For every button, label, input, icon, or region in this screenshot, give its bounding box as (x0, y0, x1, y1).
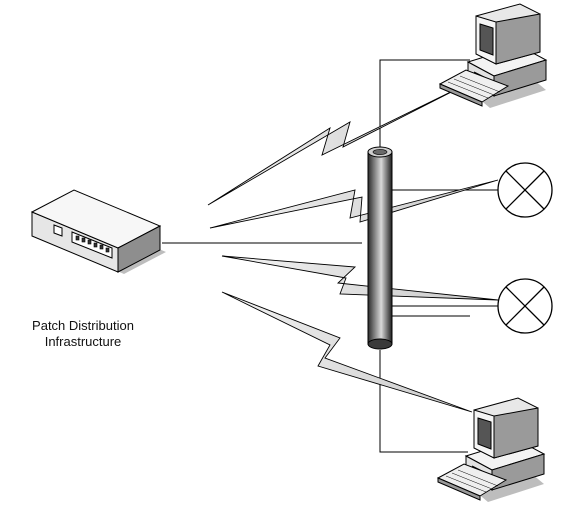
server-caption: Patch Distribution Infrastructure (0, 318, 166, 350)
patch-server-icon (30, 189, 166, 274)
x-circle-icon (497, 162, 553, 218)
caption-line-2: Infrastructure (44, 334, 122, 349)
connector-lines (162, 59, 498, 453)
caption-line-1: Patch Distribution (32, 318, 134, 333)
x-circle-icon (497, 278, 553, 334)
pipe-cylinder-icon (367, 146, 393, 350)
desktop-computer-icon (436, 397, 546, 502)
wireless-links (207, 79, 499, 413)
wireless-bolt-upper (209, 179, 499, 229)
wireless-bolt-top (207, 79, 476, 206)
desktop-computer-icon (438, 3, 548, 108)
line-bottom-computer (379, 350, 468, 453)
wireless-bolt-lower (221, 255, 499, 301)
wireless-bolt-bottom (221, 291, 473, 413)
